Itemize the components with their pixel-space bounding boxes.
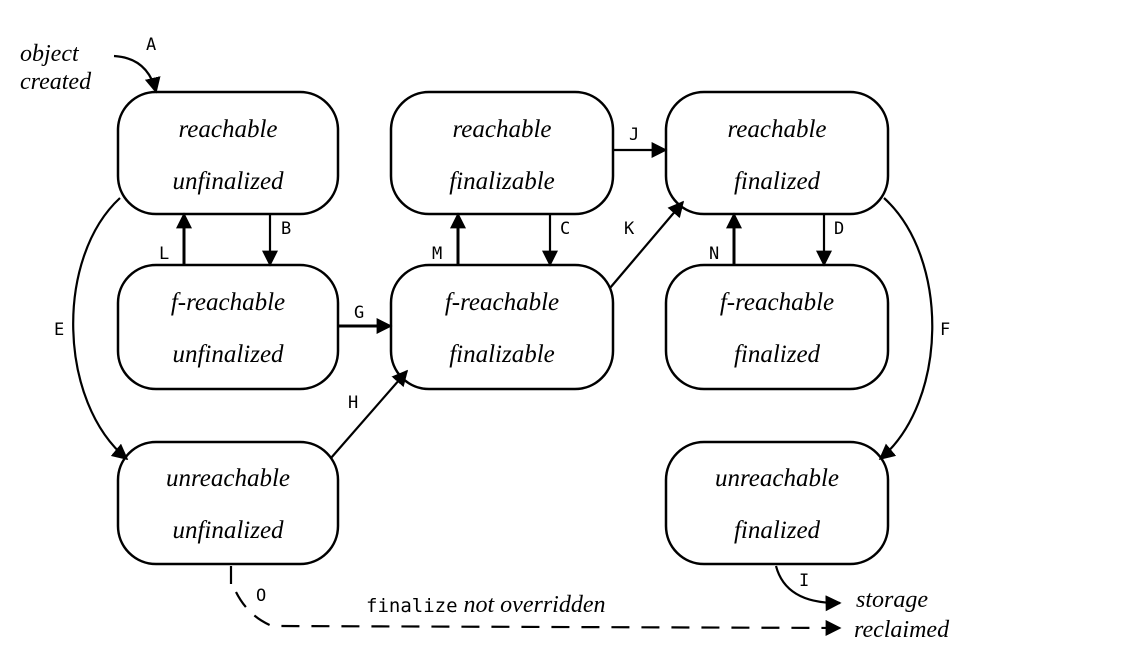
- label-j: J: [629, 125, 639, 145]
- edge-k: [609, 200, 685, 289]
- state-label-line1: f-reachable: [171, 289, 285, 316]
- label-n: N: [709, 244, 719, 264]
- label-h: H: [348, 393, 358, 413]
- label-o: O: [256, 586, 266, 606]
- label-i: I: [799, 571, 809, 591]
- state-label-line2: finalizable: [449, 168, 555, 195]
- state-label-line2: finalized: [734, 517, 821, 544]
- state-label-line1: reachable: [178, 116, 277, 143]
- edge-o: [229, 566, 840, 628]
- edge-e: [72, 197, 129, 461]
- label-l: L: [159, 244, 169, 264]
- state-label-line2: finalized: [734, 168, 821, 195]
- object-created-line2: created: [20, 69, 92, 95]
- state-label-line2: unfinalized: [172, 168, 284, 195]
- state-freachable-finalized: f-reachable finalized: [664, 263, 890, 391]
- state-label-line1: unreachable: [715, 465, 839, 492]
- label-f: F: [940, 320, 950, 340]
- state-label-line1: f-reachable: [445, 289, 559, 316]
- state-label-line2: unfinalized: [172, 341, 284, 368]
- state-unreachable-unfinalized: unreachable unfinalized: [116, 440, 340, 566]
- state-reachable-finalized: reachable finalized: [664, 90, 890, 216]
- state-label-line1: reachable: [452, 116, 551, 143]
- edge-i: [774, 565, 842, 612]
- edge-f: [878, 197, 934, 461]
- label-c: C: [560, 219, 570, 239]
- finalize-method-code: finalize: [366, 595, 458, 617]
- state-unreachable-finalized: unreachable finalized: [664, 440, 890, 566]
- state-label-line2: finalizable: [449, 341, 555, 368]
- state-freachable-unfinalized: f-reachable unfinalized: [116, 263, 340, 391]
- state-reachable-finalizable: reachable finalizable: [389, 90, 615, 216]
- state-reachable-unfinalized: reachable unfinalized: [116, 90, 340, 216]
- edge-a: [113, 54, 161, 94]
- storage-reclaimed-line1: storage: [856, 587, 928, 613]
- label-g: G: [354, 303, 364, 323]
- label-k: K: [624, 219, 635, 239]
- finalize-not-overridden-label: finalize not overridden: [366, 592, 606, 618]
- state-label-line1: reachable: [727, 116, 826, 143]
- edge-h: [330, 369, 409, 459]
- object-created-line1: object: [20, 41, 80, 67]
- state-label-line1: unreachable: [166, 465, 290, 492]
- not-overridden-text: not overridden: [458, 592, 606, 618]
- label-m: M: [432, 244, 442, 264]
- label-b: B: [281, 219, 291, 239]
- label-a: A: [146, 35, 156, 55]
- state-label-line1: f-reachable: [720, 289, 834, 316]
- state-freachable-finalizable: f-reachable finalizable: [389, 263, 615, 391]
- storage-reclaimed-line2: reclaimed: [854, 617, 950, 643]
- state-label-line2: finalized: [734, 341, 821, 368]
- label-e: E: [54, 320, 64, 340]
- label-d: D: [834, 219, 844, 239]
- state-label-line2: unfinalized: [172, 517, 284, 544]
